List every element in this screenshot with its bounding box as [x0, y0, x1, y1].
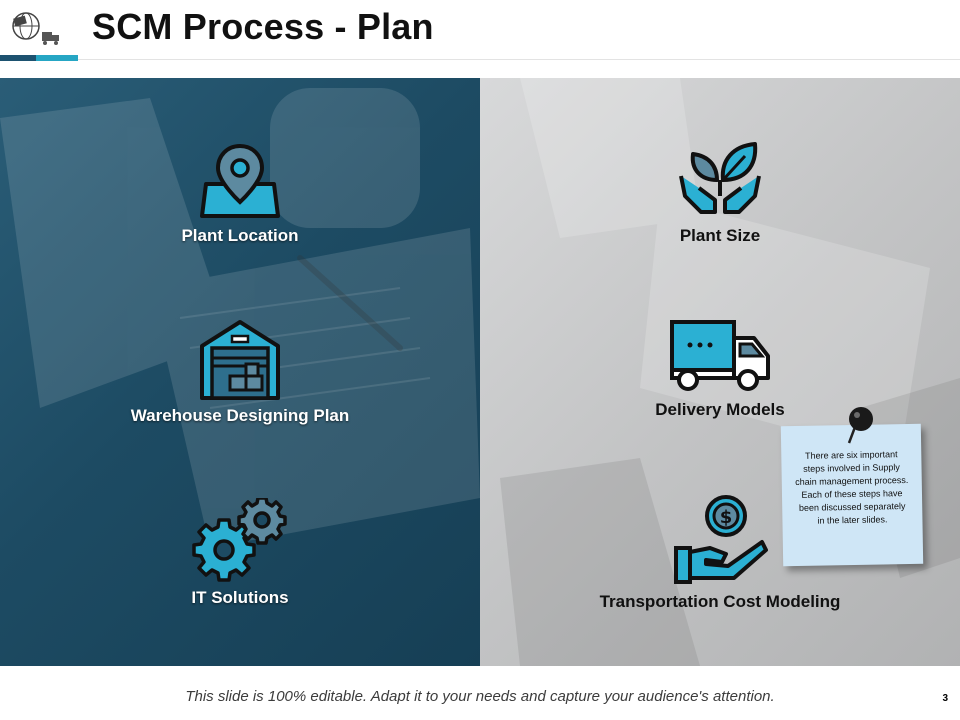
background-photo — [0, 78, 960, 666]
title-rule — [78, 59, 960, 60]
sticky-note: There are six important steps involved i… — [780, 423, 924, 567]
item-plant-location: Plant Location — [90, 140, 390, 246]
slide-footer: This slide is 100% editable. Adapt it to… — [0, 666, 960, 720]
slide-header: SCM Process - Plan — [0, 0, 960, 78]
globe-logistics-icon — [12, 12, 59, 45]
item-transportation-cost-modeling: $ Transportation Cost Modeling — [570, 494, 870, 612]
warehouse-icon — [200, 320, 280, 400]
svg-text:$: $ — [720, 507, 733, 528]
page-number: 3 — [942, 693, 948, 704]
hand-dollar-icon: $ — [674, 495, 768, 584]
footer-text: This slide is 100% editable. Adapt it to… — [185, 688, 775, 705]
item-it-solutions: IT Solutions — [90, 498, 390, 608]
item-label: Transportation Cost Modeling — [599, 592, 841, 611]
item-warehouse-designing-plan: Warehouse Designing Plan — [90, 318, 390, 426]
item-label: Delivery Models — [655, 400, 785, 419]
item-label: Plant Size — [679, 226, 761, 245]
delivery-truck-icon — [670, 320, 770, 391]
title-accent-light — [36, 55, 78, 61]
title-accent-dark — [0, 55, 36, 61]
item-label: Plant Location — [181, 226, 299, 245]
item-label: IT Solutions — [191, 588, 289, 607]
item-delivery-models: Delivery Models — [570, 318, 870, 420]
item-plant-size: Plant Size — [570, 140, 870, 246]
gears-icon — [192, 498, 287, 582]
push-pin-icon — [847, 407, 873, 444]
map-pin-icon — [200, 143, 280, 218]
item-label: Warehouse Designing Plan — [130, 406, 350, 425]
plant-hands-icon — [679, 142, 761, 214]
page-title: SCM Process - Plan — [92, 6, 434, 47]
sticky-note-text: There are six important steps involved i… — [795, 449, 909, 526]
